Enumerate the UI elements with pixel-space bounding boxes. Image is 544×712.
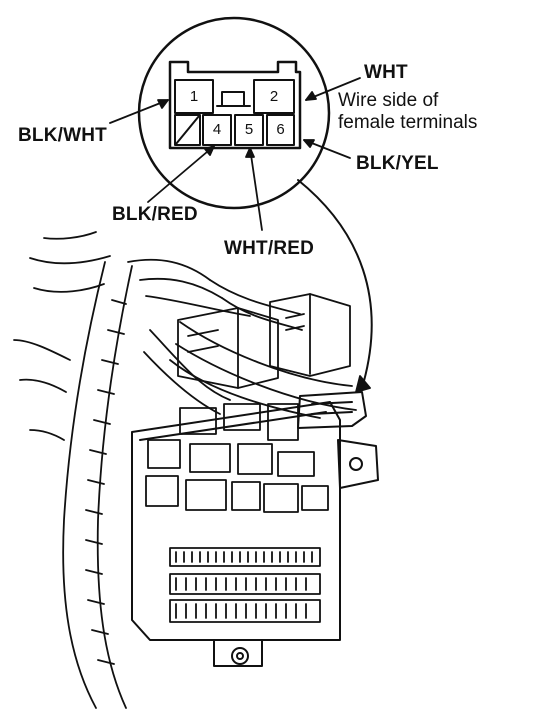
label-wire-side-line2: female terminals [338, 112, 478, 133]
fuse-box [131, 391, 379, 667]
wire-harness [13, 231, 357, 709]
label-blk-red: BLK/RED [112, 204, 198, 225]
pin-2-label: 2 [269, 88, 279, 105]
label-blk-wht: BLK/WHT [18, 125, 107, 146]
pin-5-label: 5 [244, 121, 254, 138]
fuse-sockets [145, 403, 329, 623]
pin-4-label: 4 [212, 121, 222, 138]
label-blk-yel: BLK/YEL [356, 153, 439, 174]
leader-lines [109, 77, 373, 393]
pin-1-label: 1 [189, 88, 199, 105]
connector-body [168, 60, 302, 150]
relays [177, 293, 351, 389]
pin-6-label: 6 [276, 121, 285, 138]
magnifier-circle [137, 16, 331, 210]
label-wht: WHT [364, 62, 408, 83]
label-wht-red: WHT/RED [224, 238, 315, 259]
label-wire-side-line1: Wire side of [338, 90, 439, 111]
